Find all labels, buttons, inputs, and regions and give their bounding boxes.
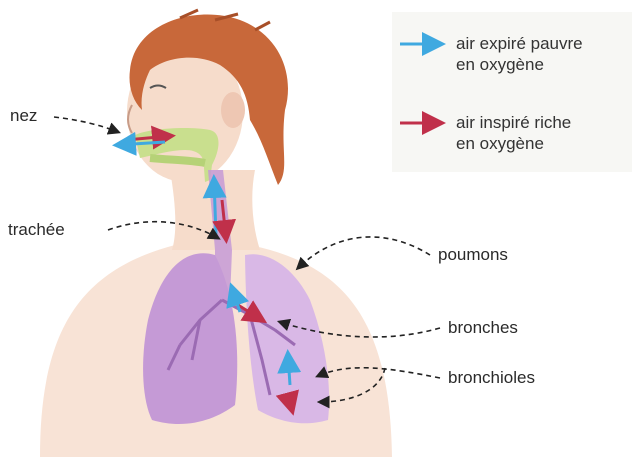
legend-inhaled-line2: en oxygène xyxy=(456,133,571,154)
label-trachea: trachée xyxy=(8,220,65,240)
label-bronchioles: bronchioles xyxy=(448,368,535,388)
label-lungs: poumons xyxy=(438,245,508,265)
exhaled-arrow-trachea xyxy=(214,180,216,235)
legend-inhaled-text: air inspiré riche en oxygène xyxy=(456,112,571,154)
legend-exhaled-line1: air expiré pauvre xyxy=(456,33,583,54)
legend-exhaled-line2: en oxygène xyxy=(456,54,583,75)
ear-shape xyxy=(221,92,245,128)
exhaled-arrow-bronchioles xyxy=(288,355,290,385)
label-bronchi: bronches xyxy=(448,318,518,338)
label-nose: nez xyxy=(10,106,37,126)
legend-inhaled-line1: air inspiré riche xyxy=(456,112,571,133)
leader-nose xyxy=(54,117,118,132)
legend-exhaled-text: air expiré pauvre en oxygène xyxy=(456,33,583,75)
leader-lungs xyxy=(298,237,430,268)
airway-mouth xyxy=(150,158,205,163)
